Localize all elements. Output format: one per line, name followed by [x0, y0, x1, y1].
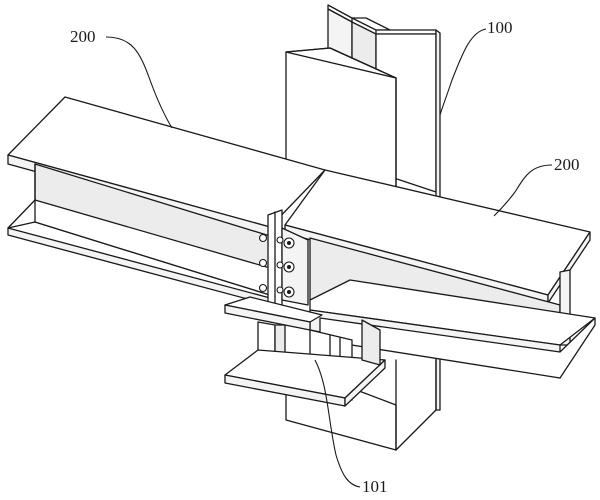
- leader-line-101: [314, 359, 361, 488]
- label-beam-right: 200: [554, 155, 580, 174]
- support-bracket: [224, 296, 386, 407]
- leader-line-100: [439, 28, 487, 116]
- bolted-end-plate: [258, 209, 309, 306]
- bolt-group: [258, 233, 295, 298]
- leader-line-200-left: [105, 36, 173, 129]
- label-beam-left: 200: [70, 27, 96, 46]
- steel-column: [285, 4, 441, 451]
- label-bracket: 101: [362, 477, 388, 496]
- label-column: 100: [487, 18, 513, 37]
- leader-line-200-right: [493, 164, 553, 217]
- steel-beam-right: [284, 169, 596, 379]
